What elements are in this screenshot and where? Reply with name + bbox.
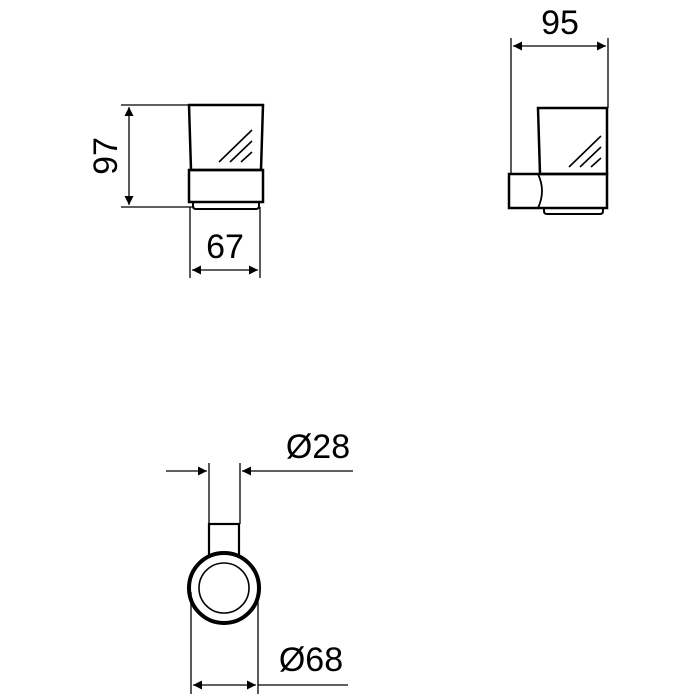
- cup-diameter-dimension: [190, 592, 348, 694]
- depth-label: 95: [541, 4, 579, 42]
- cup-diameter-label: Ø68: [279, 641, 343, 679]
- height-label: 97: [87, 137, 125, 175]
- height-dimension: [121, 104, 193, 208]
- glass-reflection-icon: [218, 129, 253, 163]
- glass-reflection-icon: [568, 135, 602, 168]
- mount-diameter-label: Ø28: [286, 428, 350, 466]
- front-view: 97 67: [87, 103, 265, 278]
- base-plate: [192, 202, 260, 210]
- holder-band: [187, 168, 265, 204]
- tumbler-top: [187, 522, 261, 625]
- inner-ring: [198, 562, 250, 614]
- top-view: Ø28 Ø68: [166, 428, 353, 694]
- tumbler-side: [507, 106, 609, 215]
- depth-dimension: [510, 38, 609, 174]
- tumbler-front: [187, 103, 265, 210]
- side-view: 95: [507, 4, 609, 215]
- width-dimension: [189, 207, 261, 278]
- width-label: 67: [206, 228, 244, 266]
- wall-mount-joint: [537, 173, 543, 209]
- glass-body: [187, 103, 265, 172]
- base-plate: [543, 208, 604, 215]
- holder-band: [507, 172, 609, 210]
- mount-diameter-dimension: [166, 463, 353, 524]
